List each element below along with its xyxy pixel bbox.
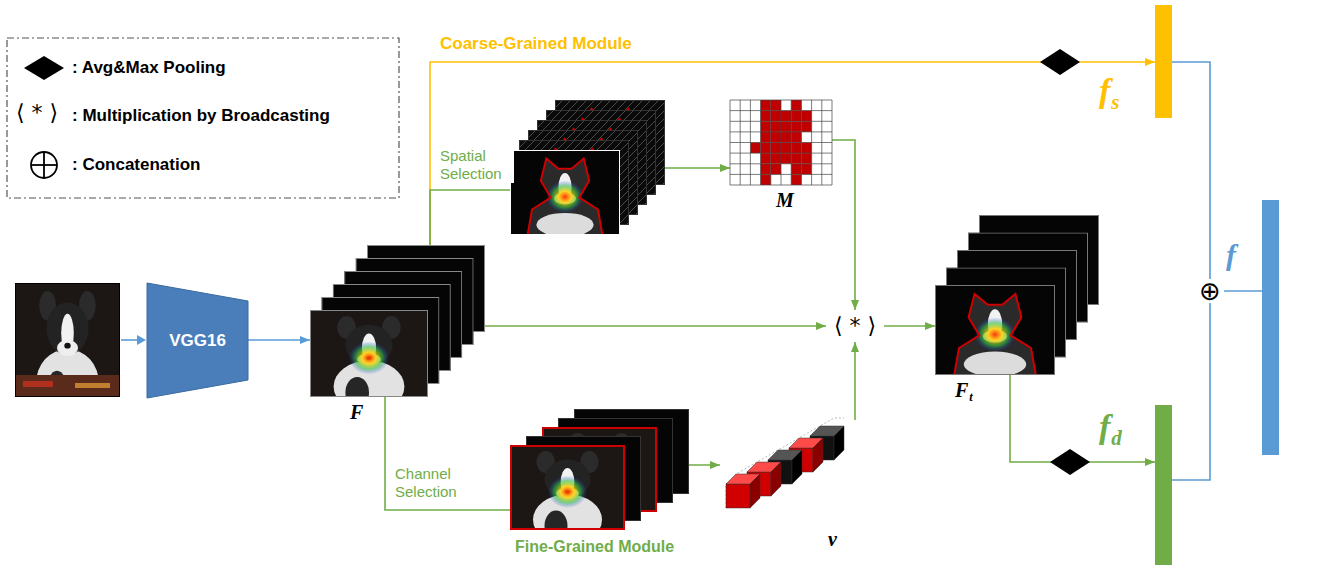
symbol-name: v — [828, 528, 837, 550]
symbol-subscript: d — [1111, 426, 1122, 450]
connector-arrow — [884, 325, 935, 327]
symbol-subscript: t — [969, 390, 972, 404]
connector-arrow — [248, 339, 310, 341]
input-arrow — [121, 335, 146, 345]
feature-vector-bar: fd — [1155, 405, 1172, 565]
connector-arrow — [832, 140, 855, 310]
edge-label: Spatial Selection — [440, 147, 514, 183]
feature-stack-shape — [310, 245, 485, 397]
connector-arrow — [1224, 290, 1262, 292]
edge-label: Channel Selection — [395, 465, 477, 501]
concat-operator: ⊕ — [1196, 279, 1224, 303]
multiply-operator: ⟨ * ⟩ — [826, 310, 884, 342]
feature-stack: Ft — [935, 215, 1099, 375]
feature-illustrations — [15, 100, 747, 545]
legend-text: : Concatenation — [72, 155, 200, 175]
symbol-name: f — [1099, 408, 1110, 445]
operator-symbol: ⟨ * ⟩ — [834, 310, 876, 342]
pooling-diamond-sample — [24, 56, 64, 80]
connector-arrow — [854, 342, 856, 420]
math-label: fs — [1099, 71, 1120, 115]
feature-vector-bar: fs — [1155, 5, 1172, 118]
module-name: Fine-Grained Module — [515, 537, 674, 556]
feature-vector-bar: f — [1262, 200, 1279, 455]
spatial-mask: M — [730, 100, 832, 185]
concat-symbol-sample — [31, 152, 57, 178]
legend-symbol: ⟨ * ⟩ — [16, 100, 58, 126]
feature-stack-shape — [935, 215, 1099, 375]
math-label: F — [350, 401, 363, 424]
label-anchor: ⟨ * ⟩ — [16, 100, 58, 126]
connector-arrow — [1172, 62, 1210, 279]
symbol-name: F — [955, 379, 968, 401]
feature-map — [310, 310, 428, 413]
legend-box — [7, 38, 399, 198]
pooling-diamond — [1050, 449, 1090, 475]
spatial-mask-shape — [730, 100, 832, 185]
math-label: f — [1226, 238, 1236, 273]
edge-label-anchor: Channel Selection — [395, 465, 477, 501]
math-label: Ft — [955, 379, 973, 405]
math-label: M — [776, 189, 794, 212]
connector-arrow — [485, 325, 826, 327]
channel-vector: v — [720, 420, 860, 510]
pooling-diamond — [1040, 49, 1080, 75]
symbol-subscript: s — [1111, 90, 1119, 114]
symbol-name: F — [350, 401, 363, 423]
math-label: fd — [1099, 407, 1122, 451]
edge-label-anchor: Spatial Selection — [440, 147, 514, 183]
math-label: v — [828, 528, 837, 551]
block-label: VGG16 — [169, 331, 226, 351]
connector-arrow — [1010, 375, 1155, 462]
connector-arrow — [1172, 303, 1210, 480]
feature-map — [15, 283, 120, 418]
symbol-name: f — [1099, 72, 1110, 109]
feature-map — [935, 285, 1055, 377]
symbol-name: f — [1226, 238, 1236, 271]
label-anchor: Fine-Grained Module — [515, 537, 674, 556]
backbone-block: VGG16 — [147, 283, 248, 398]
channel-vector-shape — [720, 420, 860, 510]
symbol-name: M — [776, 189, 794, 211]
legend-item: : Avg&Max Pooling — [72, 58, 226, 78]
legend-item: : Multiplication by Broadcasting — [72, 106, 330, 126]
legend-text: : Avg&Max Pooling — [72, 58, 226, 78]
feature-stack: F — [310, 245, 485, 397]
edge-label: Coarse-Grained Module — [440, 34, 632, 54]
legend-text: : Multiplication by Broadcasting — [72, 106, 330, 126]
feature-map — [510, 150, 620, 237]
legend-item: : Concatenation — [72, 155, 200, 175]
edge-label-anchor: Coarse-Grained Module — [440, 34, 632, 54]
operator-symbol: ⊕ — [1199, 279, 1221, 303]
feature-map — [510, 445, 625, 545]
